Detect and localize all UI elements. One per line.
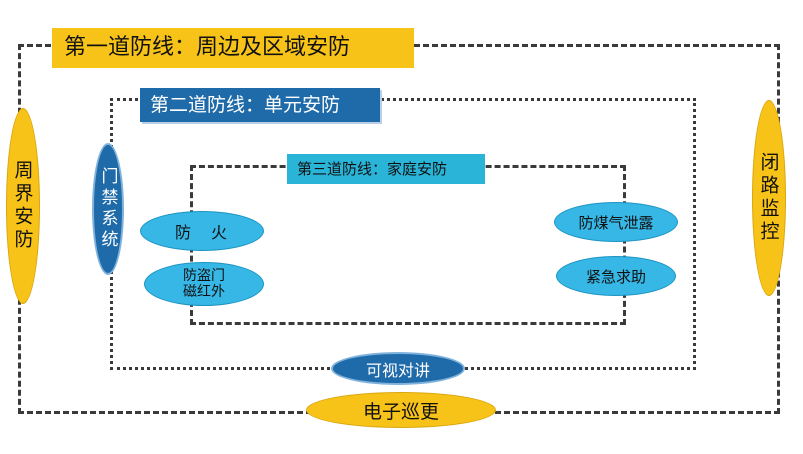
gas-leak-node: 防煤气泄露 — [554, 202, 678, 242]
third-line-title: 第三道防线：家庭安防 — [287, 154, 485, 184]
fire-prevention-label-1: 防 — [174, 223, 193, 242]
cctv-monitoring-node: 闭路监控 — [752, 100, 786, 296]
fire-prevention-label-2: 火 — [211, 223, 230, 242]
first-line-title: 第一道防线：周边及区域安防 — [52, 28, 414, 68]
second-line-title: 第二道防线：单元安防 — [140, 88, 380, 122]
video-intercom-node: 可视对讲 — [331, 352, 465, 385]
third-line-boundary — [190, 165, 626, 325]
perimeter-security-node: 周界安防 — [6, 108, 40, 304]
access-control-node: 门禁系统 — [92, 143, 124, 275]
fire-prevention-node: 防火 — [140, 211, 264, 251]
anti-theft-label-2: 磁红外 — [183, 284, 225, 300]
electronic-patrol-node: 电子巡更 — [306, 392, 496, 428]
anti-theft-node: 防盗门 磁红外 — [144, 262, 264, 306]
anti-theft-label-1: 防盗门 — [183, 268, 225, 284]
emergency-help-node: 紧急求助 — [556, 256, 676, 296]
